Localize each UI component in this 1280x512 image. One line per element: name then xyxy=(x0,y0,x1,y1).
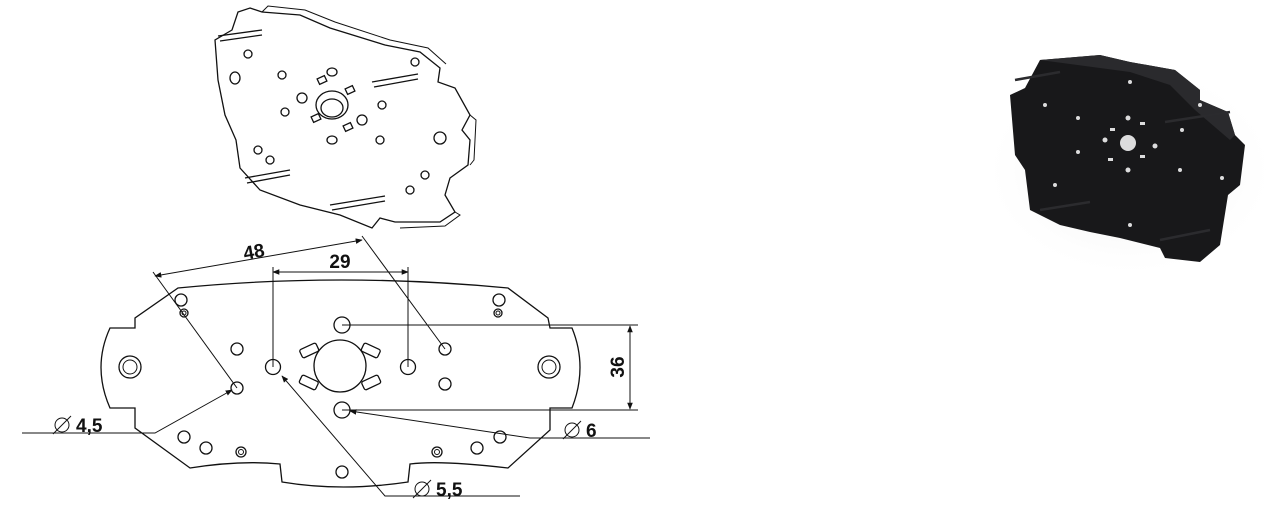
dimension-48: 48 xyxy=(152,235,446,389)
mounting-pins xyxy=(1014,70,1231,242)
diameter-6-label: 6 xyxy=(586,421,597,442)
diameter-4-5-callout: 4,5 xyxy=(22,389,233,437)
dimension-36-label: 36 xyxy=(608,356,629,377)
isometric-drawing xyxy=(214,5,477,229)
mounting-pins xyxy=(217,29,419,211)
diameter-symbol-icon xyxy=(52,415,72,435)
product-render xyxy=(980,55,1280,280)
diameter-6-callout: 6 xyxy=(349,409,650,442)
diameter-5-5-label: 5,5 xyxy=(436,480,463,501)
plate-drawing xyxy=(100,279,581,488)
diameter-5-5-callout: 5,5 xyxy=(281,375,520,501)
dimension-48-label: 48 xyxy=(242,240,266,264)
diameter-4-5-label: 4,5 xyxy=(76,416,103,437)
dimension-36: 36 xyxy=(342,324,638,411)
diameter-symbol-icon xyxy=(412,479,432,499)
dimension-29-label: 29 xyxy=(329,252,350,273)
diameter-symbol-icon xyxy=(562,420,582,440)
dimension-29: 29 xyxy=(272,252,409,367)
